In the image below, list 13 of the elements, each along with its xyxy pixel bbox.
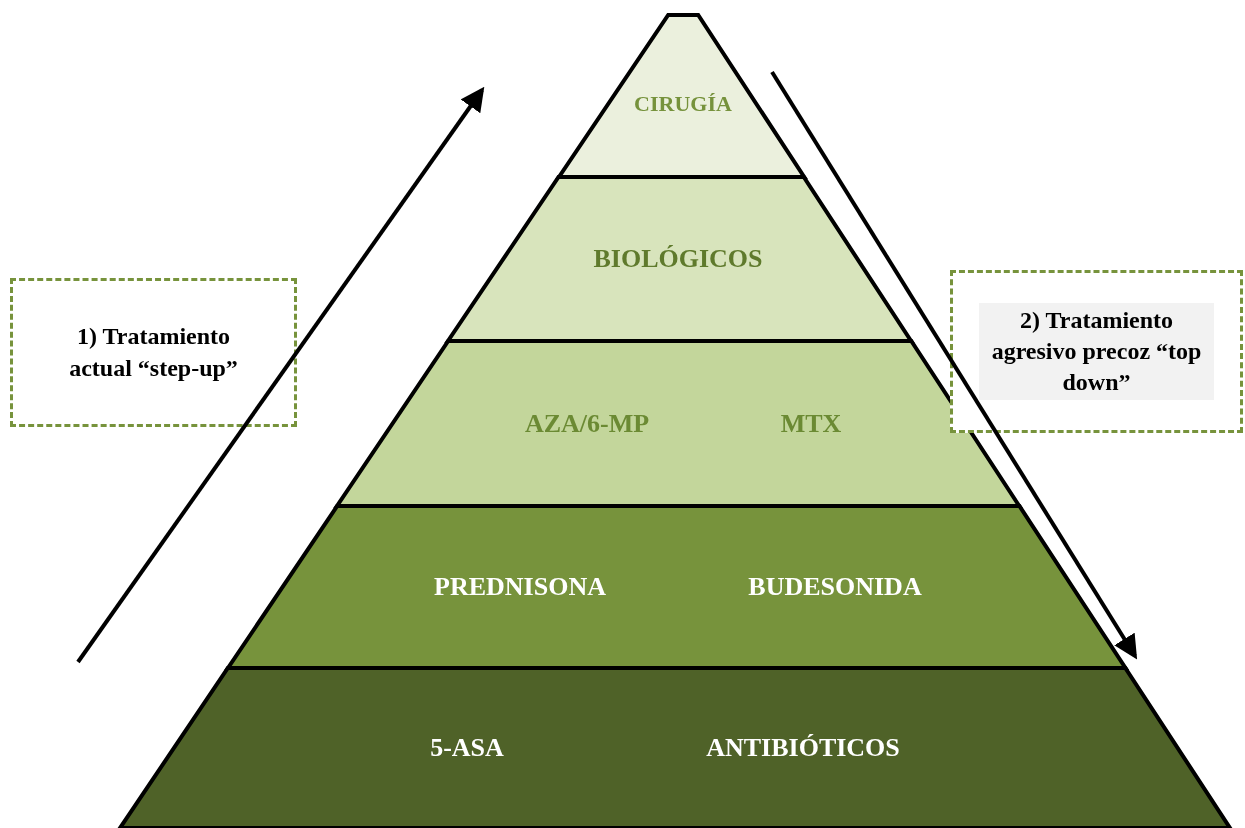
tier-label: BIOLÓGICOS [593, 244, 763, 274]
tier-label: 5-ASA [430, 733, 504, 763]
tier-label: MTX [780, 408, 842, 439]
note-text: 1) Tratamiento actual “step-up” [68, 322, 239, 383]
dashed-note-box [10, 278, 297, 427]
tier-label: PREDNISONA [434, 572, 606, 602]
pyramid-tier [120, 668, 1230, 828]
tier-label: BUDESONIDA [748, 572, 922, 602]
pyramid-tier [227, 506, 1126, 668]
dashed-note-box [950, 270, 1243, 433]
tier-label: ANTIBIÓTICOS [706, 733, 900, 763]
note-text: 2) Tratamiento agresivo precoz “top down” [979, 302, 1214, 401]
tier-label: AZA/6-MP [524, 408, 650, 439]
